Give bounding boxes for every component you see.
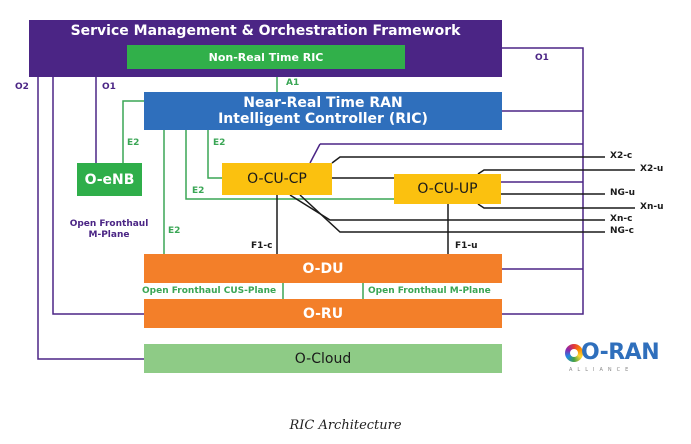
a1-label: A1 xyxy=(286,78,300,88)
non-rt-ric-box: Non-Real Time RIC xyxy=(127,45,405,69)
o2-line xyxy=(37,77,144,360)
f1-u-label: F1-u xyxy=(455,241,478,251)
open-fronthaul-m-plane-label: Open Fronthaul M-Plane xyxy=(368,286,491,296)
xn-c-line xyxy=(289,194,605,221)
o-ru-box: O-RU xyxy=(144,299,502,328)
e2-odu-label: E2 xyxy=(168,226,181,236)
e2-cuup-label: E2 xyxy=(192,186,205,196)
open-fronthaul-m-plane-left-line2: M-Plane xyxy=(88,230,130,240)
o-cloud-label: O-Cloud xyxy=(294,350,352,367)
open-fronthaul-m-plane-left-label: Open Fronthaul M-Plane xyxy=(64,219,154,241)
o-enb-label: O-eNB xyxy=(84,171,135,188)
o1-right-bus xyxy=(502,47,584,315)
e2-oenb-label: E2 xyxy=(127,138,140,148)
o-cu-up-label: O-CU-UP xyxy=(417,181,478,197)
near-rt-ric-box: Near-Real Time RAN Intelligent Controlle… xyxy=(144,92,502,130)
near-rt-ric-label-line2: Intelligent Controller (RIC) xyxy=(218,111,428,127)
ng-c-label: NG-c xyxy=(610,226,634,236)
o-ran-logo-subtitle: ALLIANCE xyxy=(569,367,634,373)
o-enb-box: O-eNB xyxy=(77,163,142,196)
e2-cucp-label: E2 xyxy=(213,138,226,148)
o-ran-logo-text: O-RAN xyxy=(581,340,660,365)
f1-c-label: F1-c xyxy=(251,241,273,251)
o1-cucp-connector xyxy=(309,143,321,164)
e2-cuup-line xyxy=(185,130,394,200)
o-ran-ring-icon xyxy=(565,344,583,362)
x2-c-line xyxy=(331,156,605,164)
e2-cucp-line xyxy=(207,130,222,179)
open-fronthaul-m-plane-left-line1: Open Fronthaul xyxy=(69,219,149,229)
o1-oru-line-left xyxy=(52,77,144,315)
xn-c-label: Xn-c xyxy=(610,214,633,224)
xn-u-line xyxy=(477,203,635,209)
xn-u-label: Xn-u xyxy=(640,202,664,212)
figure-caption: RIC Architecture xyxy=(289,418,402,433)
ng-c-line xyxy=(299,194,605,233)
o-cu-up-box: O-CU-UP xyxy=(394,174,501,204)
x2-u-label: X2-u xyxy=(640,164,664,174)
x2-u-line xyxy=(477,169,635,175)
o1-left-label: O1 xyxy=(102,82,116,92)
ng-u-label: NG-u xyxy=(610,188,636,198)
o-ru-label: O-RU xyxy=(302,305,344,322)
o-cloud-box: O-Cloud xyxy=(144,344,502,373)
near-rt-ric-label-line1: Near-Real Time RAN xyxy=(243,95,403,111)
o-du-label: O-DU xyxy=(302,260,344,277)
open-fronthaul-cus-plane-label: Open Fronthaul CUS-Plane xyxy=(142,286,277,296)
o2-label: O2 xyxy=(15,82,29,92)
smo-label: Service Management & Orchestration Frame… xyxy=(70,23,461,39)
o-ran-logo: O-RAN ALLIANCE xyxy=(563,340,673,380)
o-du-box: O-DU xyxy=(144,254,502,283)
o-cu-cp-label: O-CU-CP xyxy=(247,171,307,187)
non-rt-ric-label: Non-Real Time RIC xyxy=(208,50,324,64)
x2-c-label: X2-c xyxy=(610,151,633,161)
e2-oenb-line xyxy=(122,100,144,163)
o-cu-cp-box: O-CU-CP xyxy=(222,163,332,195)
o1-right-label: O1 xyxy=(535,53,549,63)
